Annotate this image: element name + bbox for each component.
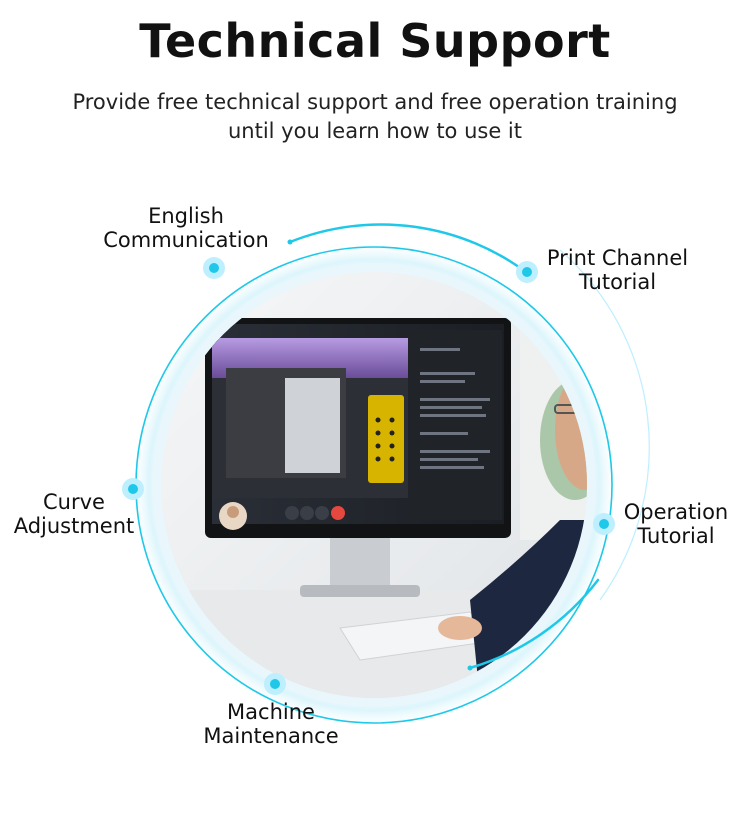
feature-machine-maintenance: Machine Maintenance <box>190 700 352 748</box>
subtitle-line-2: until you learn how to use it <box>227 119 522 143</box>
feature-label-line2: Tutorial <box>578 270 657 294</box>
feature-label-line2: Adjustment <box>13 514 135 538</box>
feature-label-line2: Communication <box>103 228 269 252</box>
feature-label-line1: Print Channel <box>546 246 689 270</box>
ring-arc-faint <box>559 249 650 601</box>
feature-label-line1: Machine <box>227 700 315 724</box>
feature-label-line2: Maintenance <box>203 724 339 748</box>
feature-print-channel-tutorial: Print Channel Tutorial <box>535 246 700 294</box>
ring-arc-bottom <box>468 578 600 670</box>
feature-label-line1: Operation <box>623 500 729 524</box>
page-subtitle: Provide free technical support and free … <box>0 88 750 146</box>
subtitle-line-1: Provide free technical support and free … <box>72 90 678 114</box>
page-title: Technical Support <box>139 14 611 68</box>
feature-dots <box>122 239 615 695</box>
feature-operation-tutorial: Operation Tutorial <box>614 500 738 548</box>
feature-curve-adjustment: Curve Adjustment <box>6 490 142 538</box>
feature-english-communication: English Communication <box>96 204 276 252</box>
ring-arc-top <box>288 223 532 277</box>
feature-label-line1: English <box>148 204 224 228</box>
feature-label-line2: Tutorial <box>637 524 715 548</box>
feature-label-line1: Curve <box>43 490 105 514</box>
